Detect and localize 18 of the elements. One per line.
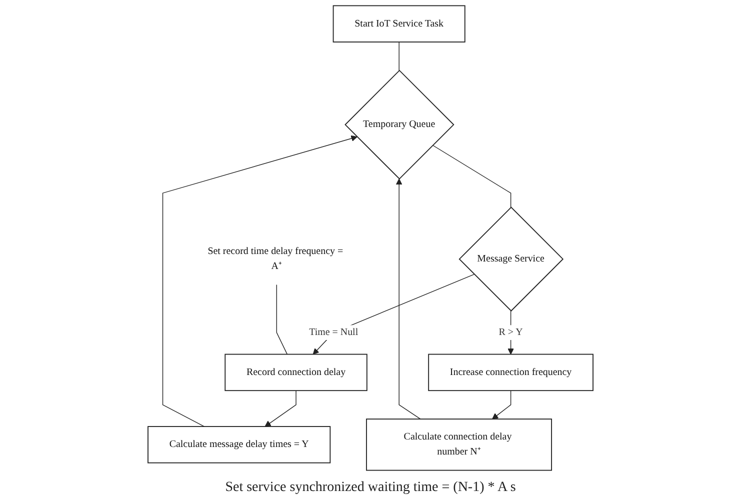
arrow xyxy=(492,390,512,420)
node-diamond: Message Service xyxy=(458,206,564,312)
connector xyxy=(432,144,512,208)
node-box: Record connection delay xyxy=(224,354,368,392)
note-text: Set service synchronized waiting time = (N-1) * A s xyxy=(225,480,516,496)
arrow xyxy=(162,135,358,427)
edge-label: R > Y xyxy=(498,327,523,338)
node-box: Calculate message delay times = Y xyxy=(148,426,331,464)
node-diamond: Temporary Queue xyxy=(344,70,454,180)
node-box: Calculate connection delay number N⁺ xyxy=(366,418,552,471)
connector xyxy=(398,42,400,71)
node-box: Increase connection frequency xyxy=(428,354,594,392)
node-box: Start IoT Service Task xyxy=(332,5,466,42)
edge-label: Time = Null xyxy=(309,327,358,338)
connector xyxy=(276,284,288,355)
arrow xyxy=(396,178,421,420)
arrow xyxy=(264,390,296,427)
node-text: Set record time delay frequency = A⁺ xyxy=(208,246,344,272)
